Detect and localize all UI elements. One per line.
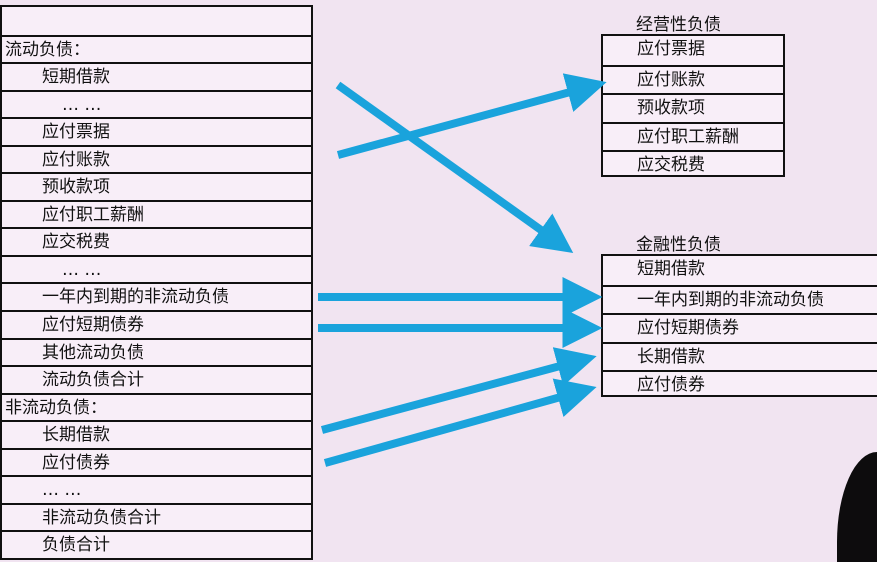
table-row: 应付职工薪酬 [2, 199, 311, 228]
table-row: 应付账款 [603, 64, 783, 94]
table-row: 应付票据 [2, 117, 311, 145]
table-row: 应付短期债券 [2, 310, 311, 338]
table-row: 流动负债合计 [2, 365, 311, 393]
table-row: 应付职工薪酬 [603, 121, 783, 151]
arrow-bonds-to-financial [323, 378, 597, 467]
financial-liabilities-table: 短期借款一年内到期的非流动负债应付短期债券长期借款应付债券 [601, 254, 877, 397]
table-row: 负债合计 [2, 530, 311, 558]
table-row: 长期借款 [603, 341, 877, 371]
financial-liabilities-title: 金融性负债 [636, 235, 721, 255]
table-row: 应付债券 [2, 447, 311, 476]
table-row: 非流动负债合计 [2, 502, 311, 531]
table-row: 流动负债： [2, 34, 311, 63]
table-row: 应付票据 [637, 39, 705, 59]
table-row: … … [2, 475, 311, 503]
table-row: 应付账款 [2, 144, 311, 173]
arrow-payables-to-operating [336, 73, 607, 159]
table-row: … … [2, 89, 311, 118]
table-row: 应交税费 [603, 150, 783, 179]
operating-liabilities-title: 经营性负债 [636, 15, 721, 35]
table-row: 预收款项 [603, 93, 783, 122]
table-row: 一年内到期的非流动负债 [2, 282, 311, 310]
arrow-short-loan-to-financial [335, 81, 574, 254]
table-row: 一年内到期的非流动负债 [603, 284, 877, 314]
table-row: 应付短期债券 [603, 313, 877, 342]
balance-sheet-liabilities-table: 流动负债：短期借款… …应付票据应付账款预收款项应付职工薪酬应交税费… …一年内… [0, 5, 313, 560]
table-row: 短期借款 [637, 259, 705, 279]
operating-liabilities-table: 应付票据应付账款预收款项应付职工薪酬应交税费 [601, 34, 785, 177]
table-row: 应付债券 [603, 370, 877, 399]
table-row: 其他流动负债 [2, 337, 311, 366]
table-row: 应交税费 [2, 227, 311, 255]
table-row: 短期借款 [2, 62, 311, 90]
table-row: 预收款项 [2, 172, 311, 200]
table-row: 非流动负债： [2, 392, 311, 421]
table-row: … … [2, 254, 311, 283]
arrow-long-loan-to-financial [320, 347, 597, 434]
table-row: 长期借款 [2, 420, 311, 448]
